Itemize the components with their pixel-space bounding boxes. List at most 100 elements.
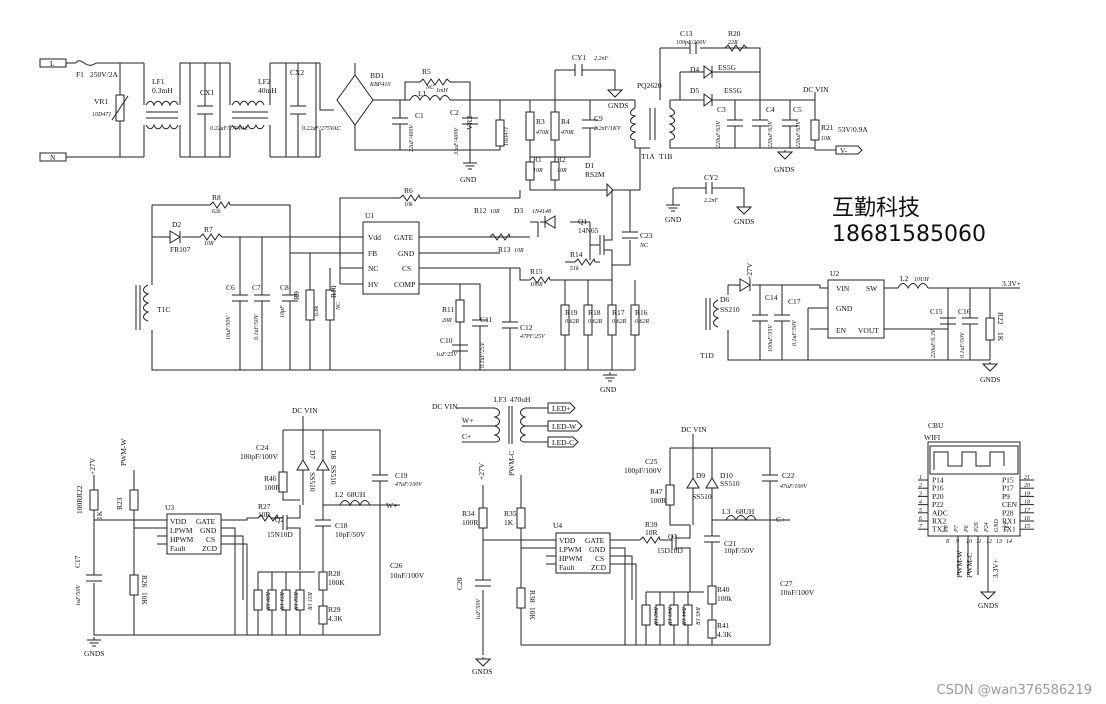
u3-pin-lpwm: LPWM — [170, 526, 193, 535]
d1-d7-ref: D7 — [308, 450, 317, 459]
r6-val: 10k — [404, 202, 413, 208]
r22-val-buck: 1K — [996, 332, 1005, 342]
wifi-right-pin-label: RX1 — [1002, 517, 1016, 526]
r20-val: 22R — [728, 40, 738, 46]
cy1-ref: CY1 — [572, 53, 586, 62]
u4-pin-gnd: GND — [589, 545, 606, 554]
resistor-r43 — [655, 604, 665, 626]
d2-rs-0: R42 1R — [652, 606, 659, 625]
resistor-r31 — [267, 589, 277, 611]
lf2-ref: LF2 — [258, 77, 271, 86]
d5-val: ES5G — [724, 86, 743, 95]
c6-val: 10uF/50V — [226, 315, 232, 340]
u4-pin-lpwm: LPWM — [559, 545, 582, 554]
r17-val: 0.62R — [612, 319, 627, 325]
d2-v27: +27V — [477, 462, 486, 480]
d2-dcvin: DC VIN — [681, 425, 707, 434]
t1d-label: T1D — [700, 351, 714, 360]
wifi-right-pin-num: 18 — [1024, 500, 1030, 506]
resistor-r46 — [278, 471, 288, 493]
resistor-r23 — [129, 489, 139, 511]
transformer-t1a — [630, 107, 637, 141]
port-led-c — [547, 436, 579, 448]
diode-d5 — [703, 93, 713, 107]
d1-l2-ref: L2 — [335, 490, 344, 499]
r18-ref: R18 — [588, 308, 601, 317]
r20-ref: R20 — [728, 29, 741, 38]
d1-r26-ref: R26 — [140, 575, 149, 588]
c12-val: 47PF/25V — [520, 333, 546, 340]
cx2-val: 0.22uF/275VAC — [302, 126, 342, 132]
lf3-ref: LF3 — [494, 395, 507, 404]
d2-r39-val: 10R — [645, 528, 658, 537]
r22-ref-buck: R22 — [996, 312, 1005, 325]
cx1-ref: CX1 — [200, 88, 214, 97]
u1-pin-nc: NC — [368, 264, 378, 273]
r19-val: 0.62R — [565, 319, 580, 325]
d2-l3-val: 68UH — [736, 507, 755, 516]
wifi-bottom-pin-label: P24 — [983, 522, 990, 533]
u4-pin-zcd: ZCD — [591, 563, 607, 572]
r2-val: 10R — [557, 168, 567, 174]
diode-d2 — [169, 230, 181, 244]
d1-pwm: PWM-W — [119, 438, 128, 466]
d1-c18-val: 10pF/50V — [335, 530, 366, 539]
l1-ref: L1 — [418, 89, 427, 98]
d1-rs-1: R31 1R — [278, 591, 284, 610]
wifi-left-pin-label: TX2 — [932, 525, 946, 534]
r8-ref: R8 — [212, 193, 221, 202]
v-minus-label: V- — [840, 146, 848, 155]
transformer-t1b — [668, 107, 675, 141]
wifi-bottom-pin-label: P26 — [974, 522, 980, 533]
d2-r39-ref: R39 — [645, 520, 658, 529]
r5-ref: R5 — [422, 67, 431, 76]
c11-val: 0.1uF/25V — [480, 341, 486, 368]
resistor-r16 — [630, 304, 640, 336]
r15-val: 100R — [530, 282, 543, 288]
d2-c20-val: 1uF/50V — [476, 598, 482, 620]
terminal-n-label: N — [50, 153, 56, 162]
d2-pwm: PWM-C — [507, 451, 516, 476]
d1-c24-ref: C24 — [256, 443, 269, 452]
c1-ref: C1 — [415, 111, 424, 120]
wifi-right-pin-label: TX1 — [1002, 525, 1016, 534]
d1-r29-val: 4.3K — [328, 614, 343, 623]
resistor-r3 — [525, 111, 535, 141]
wifi-right-pin-num: 16 — [1024, 516, 1030, 522]
wifi-right-pin-label: P15 — [1002, 476, 1014, 485]
resistor-r22-d1 — [89, 489, 99, 511]
d2-q3-ref: Q3 — [668, 532, 677, 541]
d2-r38-ref: R38 — [528, 590, 537, 603]
bd1-val: KBP410 — [369, 81, 390, 88]
wifi-ref: WIFI — [924, 433, 941, 442]
resistor-r33 — [295, 589, 305, 611]
d2-c21-val: 10pF/50V — [724, 546, 755, 555]
r9-ref: R9 — [292, 291, 301, 300]
d3-ref: D3 — [514, 206, 523, 215]
r3-ref: R3 — [536, 117, 545, 126]
resistor-r38 — [516, 587, 526, 609]
resistor-r7 — [199, 233, 223, 241]
d5-ref: D5 — [690, 86, 699, 95]
resistor-r9 — [305, 289, 315, 321]
led-w-label: LED-W — [552, 422, 577, 431]
d1-dcvin: DC VIN — [292, 406, 318, 415]
resistor-r4 — [550, 111, 560, 141]
input-section: L N F1 250V/2A VR1 10D471 LF1 0.3mH CX1 … — [39, 58, 520, 184]
wifi-right-pin-num: 21 — [1024, 475, 1030, 481]
u1-pin-gate: GATE — [394, 233, 414, 242]
wifi-left-pin-num: 5 — [919, 508, 922, 514]
d2-c22-val: 47uF/100V — [780, 483, 808, 490]
d1-r46-ref: R46 — [264, 474, 277, 483]
u3-pin-fault: Fault — [170, 544, 186, 553]
wifi-net-pwmc: PWM-C — [965, 553, 974, 578]
d1-r23-ref: R23 — [115, 497, 124, 510]
resistor-r20 — [724, 44, 748, 52]
d1-r22-val: 100R — [75, 498, 84, 514]
port-led-w — [547, 420, 583, 432]
c16-val: 0.1uF/50V — [960, 331, 966, 358]
r1-val: 10R — [533, 168, 543, 174]
c12-ref: C12 — [520, 323, 533, 332]
flyback-section: CY1 2.2nF GNDS R3 470K R4 470K C9 2.2nF/… — [520, 29, 868, 226]
